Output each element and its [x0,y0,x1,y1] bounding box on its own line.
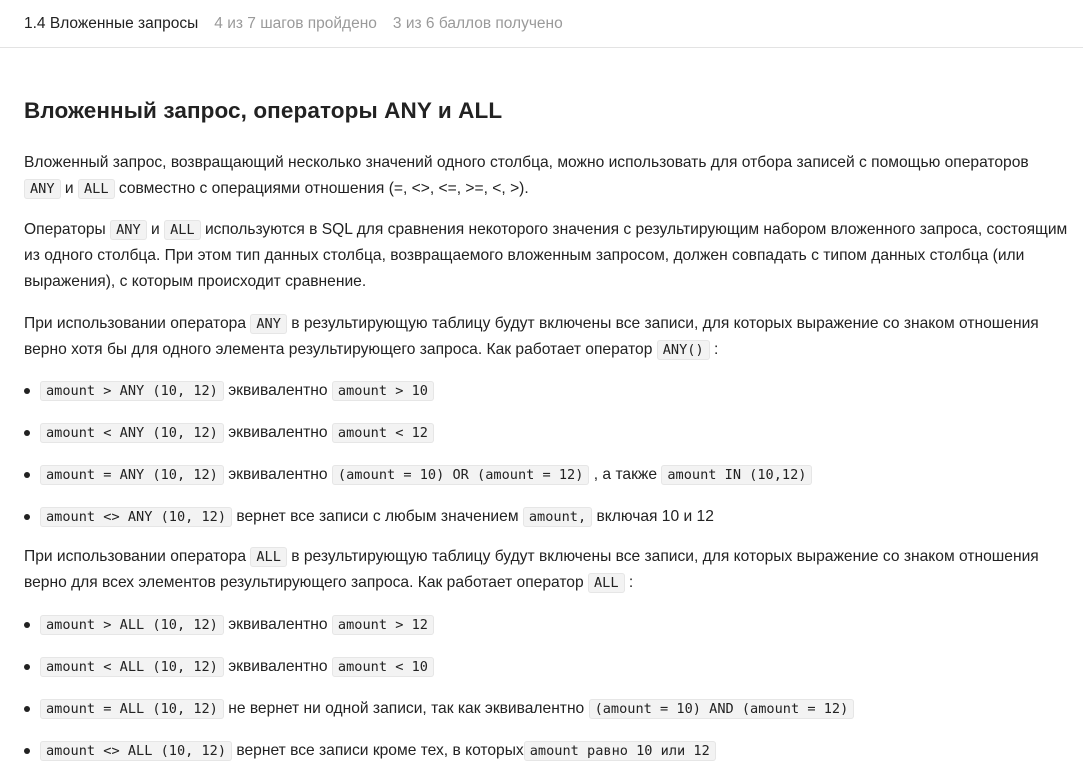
code-expression: amount > ALL (10, 12) [40,615,224,635]
page-title: Вложенный запрос, операторы ANY и ALL [24,98,503,123]
all-examples-list: amount > ALL (10, 12) эквивалентно amoun… [0,612,855,777]
text: не вернет ни одной записи, так как эквив… [223,700,589,717]
bullet-icon [24,622,30,628]
code-expression: amount <> ALL (10, 12) [40,741,233,761]
code-expression: amount < ALL (10, 12) [40,657,224,677]
intro-paragraph: Вложенный запрос, возвращающий несколько… [24,150,1069,202]
text: и [60,180,78,197]
text: эквивалентно [223,466,332,483]
text: Операторы [24,221,111,238]
text: Вложенный запрос, возвращающий несколько… [24,154,1029,171]
text: используются в SQL для сравнения некотор… [24,221,1068,290]
list-item: amount < ALL (10, 12) эквивалентно amoun… [0,654,854,696]
bullet-icon [24,430,30,436]
text: : [709,341,719,358]
list-item: amount > ANY (10, 12) эквивалентно amoun… [0,378,812,420]
list-item: amount = ANY (10, 12) эквивалентно (amou… [0,462,813,504]
text: эквивалентно [223,616,332,633]
text: , а также [589,466,662,483]
text: эквивалентно [223,658,332,675]
code-expression: amount <> ANY (10, 12) [40,507,233,527]
text: При использовании оператора [24,315,251,332]
code-equivalent: amount > 12 [331,615,434,635]
bullet-icon [24,706,30,712]
code-any: ANY [110,220,147,240]
operators-paragraph: Операторы ANY и ALL используются в SQL д… [24,217,1069,295]
score-progress: 3 из 6 баллов получено [392,14,563,32]
bullet-icon [24,664,30,670]
text: включая 10 и 12 [592,508,714,525]
code-column: amount, [522,507,593,527]
any-paragraph: При использовании оператора ANY в резуль… [24,311,1069,363]
code-any: ANY [24,179,61,199]
lesson-header: 1.4 Вложенные запросы 4 из 7 шагов пройд… [0,0,1083,48]
text: совместно с операциями отношения (=, <>,… [114,180,529,197]
list-item: amount = ALL (10, 12) не вернет ни одной… [0,696,855,738]
code-expression: amount = ANY (10, 12) [40,465,224,485]
code-all: ALL [587,573,625,593]
code-equivalent: amount > 10 [331,381,434,401]
bullet-icon [24,748,30,754]
code-expression: amount = ALL (10, 12) [40,699,224,719]
all-paragraph: При использовании оператора ALL в резуль… [24,544,1069,596]
code-any-func: ANY() [656,340,710,360]
list-item: amount > ALL (10, 12) эквивалентно amoun… [0,612,854,654]
list-item: amount <> ALL (10, 12) вернет все записи… [0,738,854,777]
code-equivalent: (amount = 10) AND (amount = 12) [588,699,855,719]
list-item: amount < ANY (10, 12) эквивалентно amoun… [0,420,812,462]
text: вернет все записи с любым значением [232,508,523,525]
code-equivalent: amount < 10 [331,657,434,677]
text: и [146,221,165,238]
text: эквивалентно [223,382,332,399]
bullet-icon [24,388,30,394]
code-all: ALL [164,220,201,240]
code-all: ALL [77,179,115,199]
bullet-icon [24,472,30,478]
code-equivalent: (amount = 10) OR (amount = 12) [331,465,590,485]
code-expression: amount > ANY (10, 12) [40,381,224,401]
code-equivalent: amount < 12 [331,423,434,443]
text: эквивалентно [223,424,332,441]
text: : [624,574,634,591]
any-examples-list: amount > ANY (10, 12) эквивалентно amoun… [0,378,813,546]
code-in-expression: amount IN (10,12) [661,465,813,485]
code-expression: amount < ANY (10, 12) [40,423,224,443]
text: в результирующую таблицу будут включены … [24,315,1039,358]
code-all: ALL [250,547,287,567]
bullet-icon [24,514,30,520]
code-equivalent: amount равно 10 или 12 [523,741,716,761]
list-item: amount <> ANY (10, 12) вернет все записи… [0,504,812,546]
text: При использовании оператора [24,548,251,565]
code-any: ANY [250,314,287,334]
text: в результирующую таблицу будут включены … [24,548,1039,591]
text: вернет все записи кроме тех, в которых [232,742,524,759]
lesson-title[interactable]: 1.4 Вложенные запросы [24,14,199,32]
steps-progress: 4 из 7 шагов пройдено [214,14,377,32]
